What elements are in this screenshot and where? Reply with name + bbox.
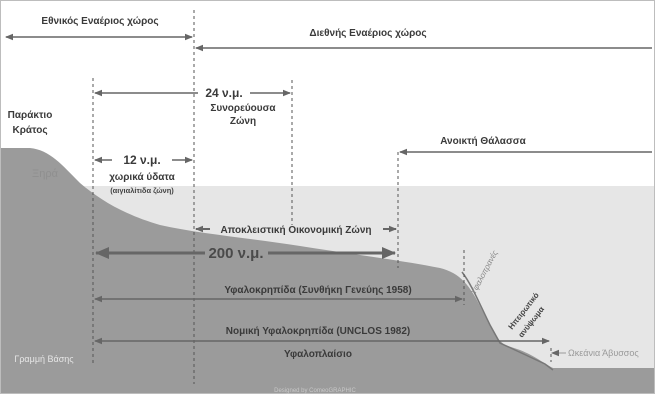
ocean-abyss-label: Ωκεάνια Άβυσσος	[568, 348, 639, 358]
territorial-waters-label: χωρικά ύδατα	[109, 172, 175, 183]
contiguous-zone-label-line2: Ζώνη	[230, 116, 256, 127]
national-airspace-label: Εθνικός Εναέριος χώρος	[41, 16, 158, 27]
slope-rise-line	[461, 271, 554, 371]
land-seabed-profile	[1, 148, 654, 393]
contiguous-zone-label-line1: Συνορεύουσα	[210, 103, 276, 114]
open-sea-label: Ανοικτή Θάλασσα	[440, 136, 526, 147]
legal-shelf-label: Νομική Υφαλοκρηπίδα (UNCLOS 1982)	[226, 326, 411, 337]
eez-label: Αποκλειστική Οικονομική Ζώνη	[220, 225, 371, 236]
eez-200-distance-label: 200 ν.μ.	[208, 245, 263, 262]
designer-credit: Designed by ComeoGRAPHIC	[274, 388, 356, 394]
territorial-distance-label: 12 ν.μ.	[123, 153, 160, 167]
coastal-state-label-line2: Κράτος	[12, 125, 47, 136]
shelf-geneva-label: Υφαλοκρηπίδα (Συνθήκη Γενεύης 1958)	[224, 285, 411, 296]
international-airspace-label: Διεθνής Εναέριος χώρος	[309, 28, 426, 39]
land-label: Ξηρά	[32, 168, 59, 180]
territorial-note-label: (αιγιαλίτιδα ζώνη)	[110, 186, 174, 195]
contiguous-distance-label: 24 ν.μ.	[205, 86, 242, 100]
coastal-state-label-line1: Παράκτιο	[8, 110, 53, 121]
baseline-label: Γραμμή Βάσης	[14, 354, 74, 364]
continental-margin-label: Υφαλοπλαίσιο	[284, 349, 352, 360]
